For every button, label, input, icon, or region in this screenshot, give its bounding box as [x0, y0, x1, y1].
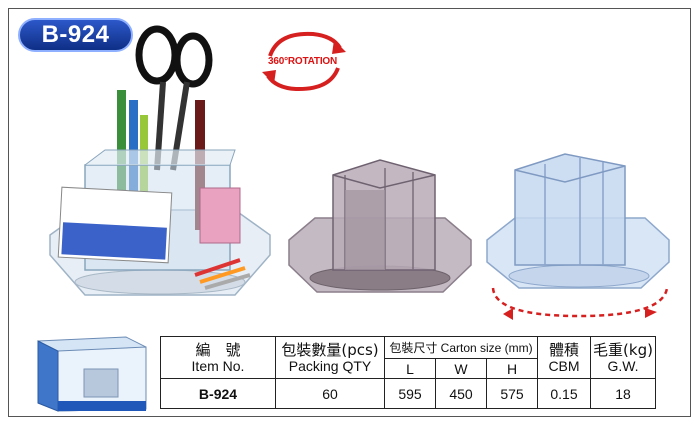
- rotation-label: 360°ROTATION: [268, 56, 338, 67]
- product-image-clear-with-stationery: [49, 25, 271, 296]
- product-image-smoke-purple: [288, 159, 472, 293]
- item-no-label-en: Item No.: [191, 357, 245, 374]
- gross-weight-label-zh: 毛重(kg): [593, 340, 653, 359]
- carton-length-label: L: [384, 358, 436, 379]
- packing-qty-label-zh: 包裝數量(pcs): [281, 340, 379, 359]
- carton-width-label: W: [435, 358, 487, 379]
- gross-weight-header: 毛重(kg) G.W.: [590, 336, 656, 379]
- item-no-header: 編 號 Item No.: [160, 336, 276, 379]
- carton-length-value: 595: [384, 378, 436, 409]
- catalog-frame: [8, 8, 691, 417]
- carton-width-value: 450: [435, 378, 487, 409]
- volume-label-en: CBM: [548, 357, 580, 374]
- rotation-arrows-icon: [262, 31, 346, 92]
- volume-header: 體積 CBM: [537, 336, 591, 379]
- gross-weight-label-en: G.W.: [607, 357, 639, 374]
- model-badge: B-924: [18, 18, 133, 52]
- packing-qty-header: 包裝數量(pcs) Packing QTY: [275, 336, 385, 379]
- carton-height-label: H: [486, 358, 538, 379]
- carton-size-header: 包裝尺寸 Carton size (mm): [384, 336, 538, 359]
- gross-weight-value: 18: [590, 378, 656, 409]
- packing-qty-value: 60: [275, 378, 385, 409]
- product-image-clear-blue: [486, 153, 670, 320]
- carton-height-value: 575: [486, 378, 538, 409]
- packaging-box-image: [37, 336, 147, 412]
- volume-label-zh: 體積: [548, 340, 579, 359]
- item-no-label-zh: 編 號: [195, 340, 241, 359]
- packing-qty-label-en: Packing QTY: [288, 357, 372, 374]
- volume-value: 0.15: [537, 378, 591, 409]
- item-no-value: B-924: [160, 378, 276, 409]
- spec-table: 編 號 Item No. 包裝數量(pcs) Packing QTY 包裝尺寸 …: [160, 336, 656, 409]
